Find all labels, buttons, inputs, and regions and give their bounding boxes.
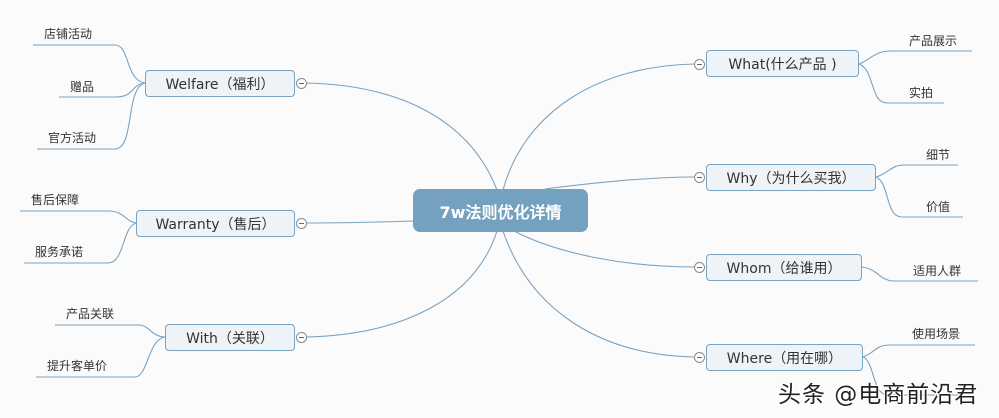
collapse-toggle-icon[interactable] [694, 59, 705, 70]
topic-welfare[interactable]: Welfare（福利） [145, 70, 295, 97]
collapse-toggle-icon[interactable] [296, 218, 307, 229]
topic-warranty[interactable]: Warranty（售后） [136, 210, 295, 237]
subtopic-after-sales-guarantee[interactable]: 售后保障 [31, 193, 80, 207]
collapse-toggle-icon[interactable] [296, 78, 307, 89]
watermark: 头条 @电商前沿君 [778, 382, 979, 408]
topic-label: Whom（给谁用） [726, 260, 842, 277]
subtopic-details[interactable]: 细节 [926, 148, 951, 162]
subtopic-product-display[interactable]: 产品展示 [909, 34, 958, 48]
subtopic-official-activity[interactable]: 官方活动 [48, 131, 97, 145]
topic-where[interactable]: Where（用在哪） [706, 344, 863, 371]
collapse-toggle-icon[interactable] [296, 332, 307, 343]
subtopic-product-association[interactable]: 产品关联 [66, 307, 115, 321]
topic-with[interactable]: With（关联） [165, 324, 295, 351]
subtopic-raise-order-value[interactable]: 提升客单价 [47, 359, 108, 373]
subtopic-target-audience[interactable]: 适用人群 [913, 264, 962, 278]
collapse-toggle-icon[interactable] [694, 172, 705, 183]
topic-label: With（关联） [186, 330, 274, 347]
collapse-toggle-icon[interactable] [694, 262, 705, 273]
subtopic-service-commitment[interactable]: 服务承诺 [35, 245, 84, 259]
topic-label: Where（用在哪） [726, 350, 843, 367]
collapse-toggle-icon[interactable] [694, 352, 705, 363]
subtopic-usage-scenario[interactable]: 使用场景 [912, 327, 961, 341]
subtopic-gift[interactable]: 赠品 [70, 80, 95, 94]
subtopic-store-activity[interactable]: 店铺活动 [44, 27, 93, 41]
subtopic-real-photos[interactable]: 实拍 [909, 86, 934, 100]
central-topic-label: 7w法则优化详情 [439, 202, 562, 222]
topic-label: Why（为什么买我） [726, 170, 856, 187]
subtopic-value[interactable]: 价值 [926, 200, 951, 214]
topic-why[interactable]: Why（为什么买我） [706, 164, 876, 191]
topic-label: Warranty（售后） [155, 216, 276, 233]
central-topic[interactable]: 7w法则优化详情 [413, 189, 588, 232]
topic-label: What(什么产品 ) [728, 56, 837, 73]
topic-whom[interactable]: Whom（给谁用） [706, 254, 862, 281]
topic-label: Welfare（福利） [165, 76, 275, 93]
topic-what[interactable]: What(什么产品 ) [706, 50, 859, 77]
